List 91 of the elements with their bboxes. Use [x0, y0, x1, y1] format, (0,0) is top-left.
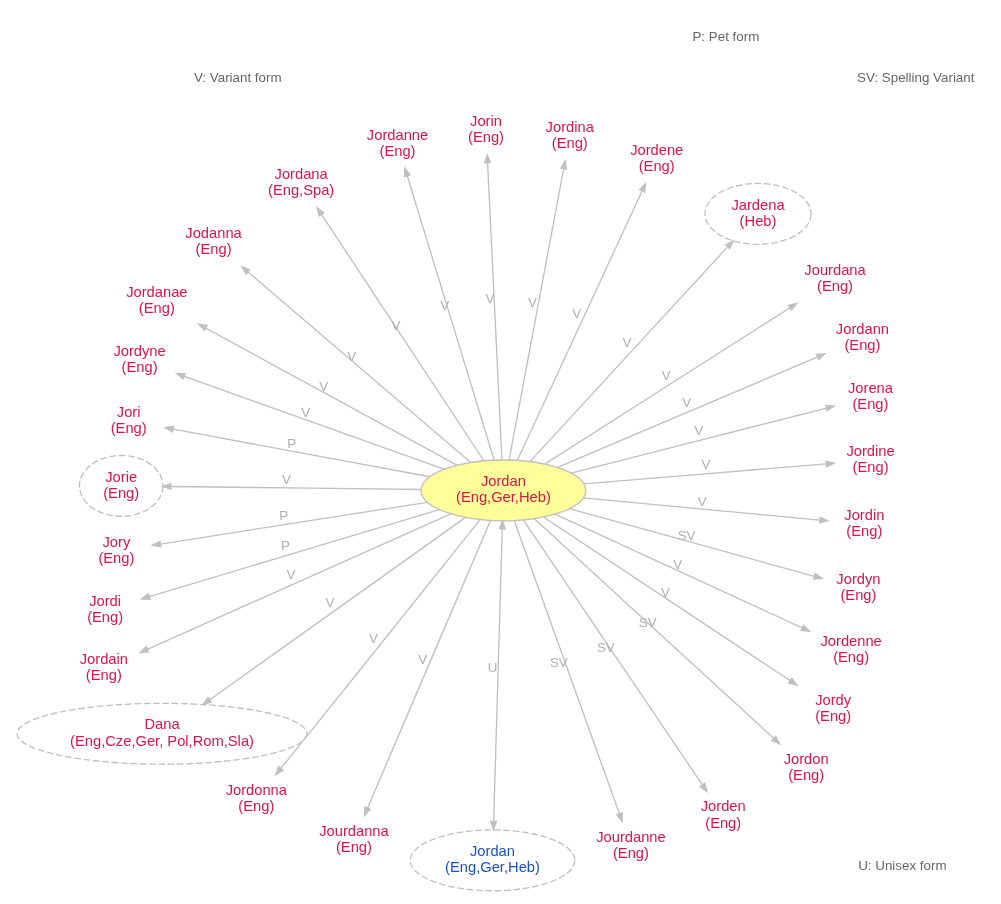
edge-label: SV: [677, 527, 696, 543]
label: U: Unisex form: [857, 857, 947, 873]
arrow: [483, 152, 503, 461]
edge-label: V: [621, 335, 631, 351]
edge-label: V: [661, 367, 671, 383]
label: V: Variant form: [193, 70, 282, 86]
edge-label: V: [527, 294, 537, 310]
edge-label: V: [285, 567, 295, 583]
edge-label: P: [280, 538, 290, 554]
node-text: Jourdanne (Eng): [595, 828, 666, 861]
edge-label: V: [693, 423, 703, 439]
edge-label: P: [278, 508, 288, 524]
node-text: Jordene (Eng): [629, 142, 683, 175]
node-ellipse: Jardena (Heb): [703, 182, 812, 245]
arrow: [556, 353, 827, 469]
node-text: Jordyne (Eng): [112, 343, 166, 376]
arrow: [522, 519, 708, 794]
edge-label: V: [701, 457, 710, 473]
node-text: Jordenne (Eng): [819, 633, 882, 666]
edge-label: V: [672, 556, 682, 572]
edge-label: V: [571, 305, 581, 321]
node-text: Jordanne (Eng): [366, 126, 428, 159]
arrow: [513, 520, 623, 824]
arrow: [582, 460, 836, 485]
edge-label: V: [368, 631, 378, 647]
edge-label: V: [390, 318, 400, 334]
arrow: [160, 482, 422, 491]
edge-label: V: [660, 585, 670, 601]
node-text: Jordon (Eng): [783, 750, 829, 783]
arrow: [239, 265, 471, 464]
node-text: Jordin (Eng): [843, 506, 884, 540]
arrow: [532, 517, 781, 746]
arrow: [542, 516, 799, 687]
node-ellipse: Jorie (Eng): [78, 454, 164, 517]
arrow: [274, 519, 481, 777]
node-text: Jourdanna (Eng): [318, 822, 389, 855]
node-ellipse: Dana (Eng,Cze,Ger, Pol,Rom,Sla): [15, 702, 308, 765]
arrow: [139, 508, 440, 601]
arrow: [529, 239, 734, 463]
arrow: [582, 497, 830, 524]
edge-label: V: [439, 298, 449, 314]
edge-label: SV: [549, 655, 568, 671]
edge-label: P: [286, 436, 296, 451]
node-text: Jori (Eng): [110, 403, 147, 436]
arrow: [489, 518, 506, 832]
arrow: [315, 206, 485, 462]
node-text: Jordina (Eng): [545, 119, 594, 152]
arrow: [543, 302, 798, 465]
node-ellipse: Jordan (Eng,Ger,Heb): [409, 829, 575, 892]
edge-label: V: [281, 471, 291, 487]
edge-label: V: [484, 291, 494, 307]
arrow: [568, 507, 824, 580]
arrow: [507, 158, 567, 461]
edge-label: SV: [596, 639, 615, 655]
arrow: [403, 166, 495, 461]
node-text: Jordine (Eng): [845, 442, 895, 476]
arrow: [196, 323, 458, 466]
edge-label: V: [324, 594, 334, 610]
node-text: Jodanna (Eng): [184, 225, 242, 258]
edge-label: U: [487, 659, 497, 675]
node-text: Jordy (Eng): [814, 691, 851, 725]
arrow: [201, 516, 466, 706]
node-text: Jordyn (Eng): [835, 571, 880, 604]
node-text: Jorin (Eng): [467, 113, 504, 146]
node-ellipse: Jordan (Eng,Ger,Heb): [419, 459, 586, 522]
edge-label: V: [681, 394, 691, 410]
edge-label: V: [417, 652, 427, 668]
node-text: Jourdana (Eng): [803, 261, 866, 294]
node-text: Jordonna (Eng): [225, 781, 287, 814]
node-text: Jordanae (Eng): [125, 284, 188, 317]
arrow: [363, 520, 491, 818]
arrow: [137, 513, 451, 654]
edge-label: V: [300, 405, 310, 421]
edge-label: V: [346, 348, 356, 364]
arrow: [150, 501, 428, 548]
arrow: [174, 372, 445, 470]
arrow: [570, 404, 836, 474]
node-text: Jory (Eng): [97, 533, 134, 566]
arrow: [516, 181, 646, 462]
node-text: Jorden (Eng): [700, 798, 746, 831]
edge-label: V: [318, 378, 328, 394]
label: P: Pet form: [691, 28, 759, 44]
label: SV: Spelling Variant: [856, 70, 974, 86]
node-text: Jordain (Eng): [79, 651, 128, 684]
edge-label: V: [697, 493, 707, 509]
node-text: Jordana (Eng,Spa): [267, 166, 334, 199]
node-text: Jordann (Eng): [835, 320, 889, 353]
node-text: Jorena (Eng): [847, 379, 893, 412]
arrow: [553, 513, 811, 633]
node-text: Jordi (Eng): [86, 592, 123, 625]
arrow: [162, 425, 430, 478]
